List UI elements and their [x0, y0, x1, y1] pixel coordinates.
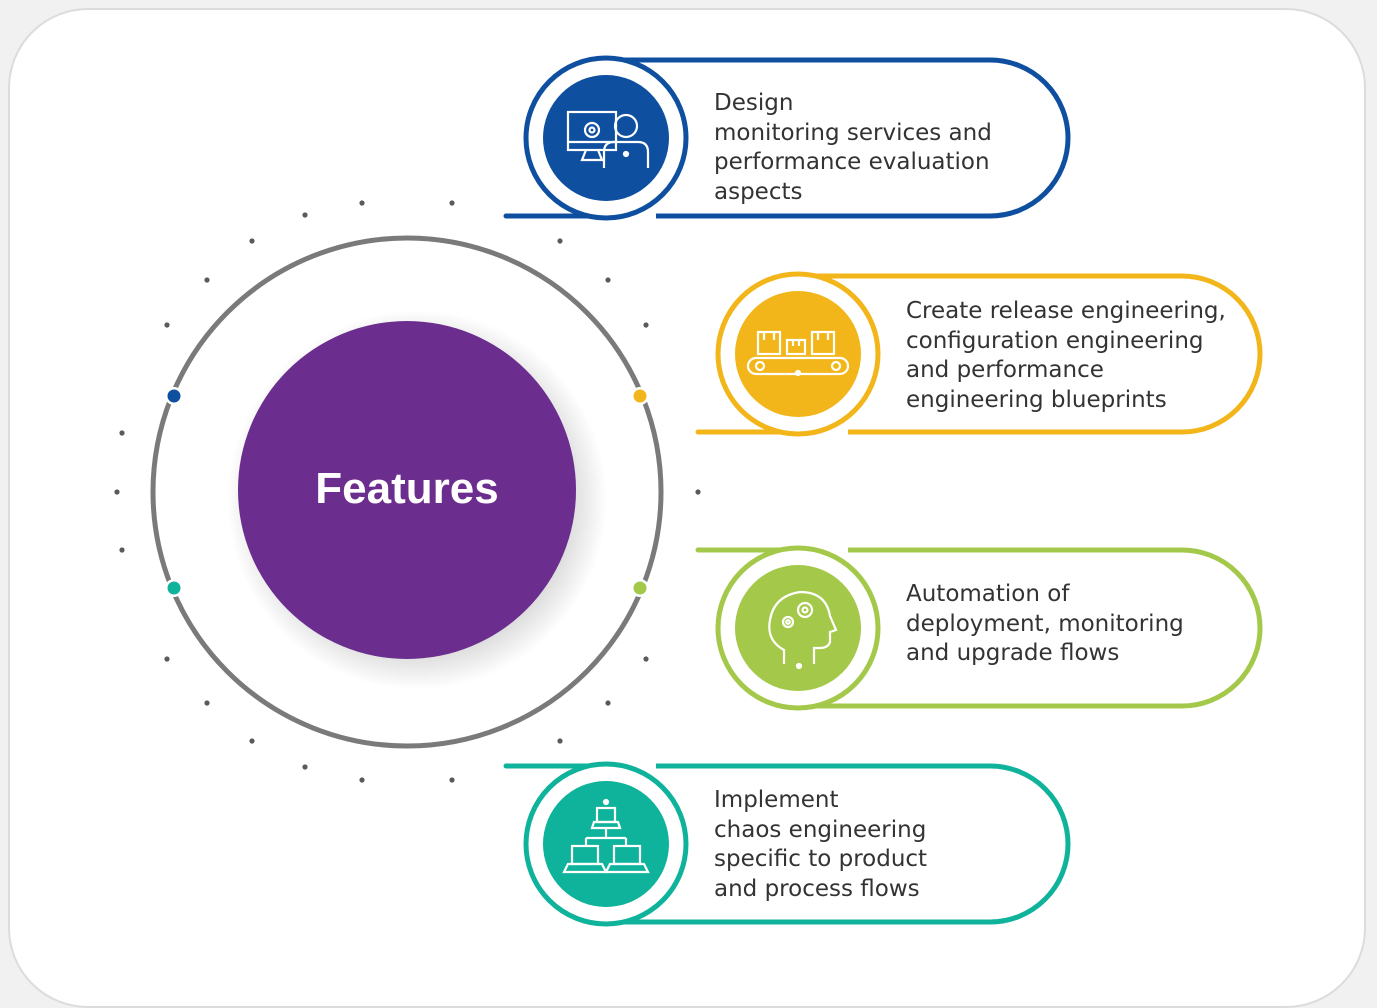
feature-line: and process flows: [714, 875, 920, 902]
feature-line: performance evaluation: [714, 149, 990, 175]
feature-line: aspects: [714, 178, 803, 205]
feature-design: [503, 55, 1071, 221]
head-gears-icon: [768, 590, 838, 670]
feature-design-text: Design monitoring services and performan…: [714, 89, 992, 207]
feature-chaos-text: Implement chaos engineering specific to …: [714, 786, 927, 904]
feature-line: chaos engineering: [714, 816, 927, 843]
feature-line: engineering blueprints: [906, 386, 1167, 413]
feature-release: [695, 271, 1263, 437]
feature-line: specific to product: [714, 846, 928, 872]
conveyor-boxes-icon: [746, 330, 850, 377]
feature-line: monitoring services and: [714, 119, 992, 146]
feature-line: Design: [714, 90, 794, 116]
feature-release-text: Create release engineering, configuratio…: [906, 297, 1226, 415]
features-diagram: [114, 55, 1263, 927]
feature-automation: [695, 545, 1263, 711]
network-computers-icon: [562, 798, 650, 874]
ring-markers: [165, 387, 649, 597]
feature-line: and performance: [906, 357, 1104, 383]
hub-ring: [150, 235, 664, 749]
monitor-user-gear-icon: [566, 110, 650, 168]
feature-line: configuration engineering: [906, 327, 1204, 354]
feature-line: Automation of: [906, 581, 1070, 607]
dotted-ring: [114, 200, 701, 783]
feature-chaos: [503, 761, 1071, 927]
feature-automation-text: Automation of deployment, monitoring and…: [906, 580, 1184, 669]
feature-line: deployment, monitoring: [906, 610, 1184, 637]
feature-line: Implement: [714, 787, 839, 813]
feature-line: and upgrade flows: [906, 640, 1120, 666]
hub-circle: [238, 321, 576, 659]
hub-title: Features: [315, 464, 499, 513]
feature-line: Create release engineering,: [906, 298, 1226, 324]
